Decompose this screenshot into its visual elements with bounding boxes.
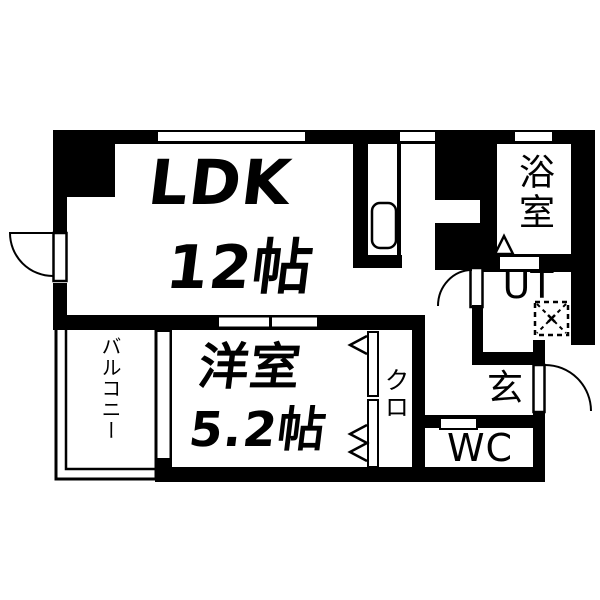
- room-label-closet: クロ: [381, 367, 410, 421]
- door-bathroom: [498, 255, 541, 271]
- window-bath-top: [515, 132, 552, 141]
- room-label-ldk: LDK: [144, 146, 296, 219]
- door-wc: [439, 417, 478, 430]
- kitchen-counter-bottom: [353, 255, 402, 268]
- wall-left-lower: [53, 283, 67, 318]
- closet-track-upper: [367, 331, 379, 397]
- door-swing-arc-ldk-left: [8, 232, 54, 277]
- wall-wc-right: [533, 412, 545, 482]
- folding-door-zigzag-icon: [347, 423, 370, 463]
- room-label-balcony: バルコニー: [98, 336, 122, 441]
- wall-center-block-lower: [435, 223, 483, 270]
- door-direction-triangle-icon: [492, 233, 516, 256]
- room-label-bathroom: 浴室: [513, 153, 554, 233]
- door-leaf-entrance: [532, 363, 546, 414]
- window-ldk-top: [158, 132, 305, 141]
- kitchen-sink: [370, 201, 398, 250]
- wall-closet-right: [412, 315, 425, 482]
- sliding-door-panel-1: [217, 315, 271, 329]
- wall-hall-east: [472, 305, 483, 365]
- door-leaf-hall: [469, 266, 484, 309]
- sliding-door-panel-2: [270, 315, 319, 329]
- door-swing-arc-hall: [437, 269, 473, 307]
- closet-track-lower: [367, 399, 379, 468]
- wall-top: [53, 130, 595, 144]
- wall-utility-bottom: [472, 352, 545, 365]
- room-size-western-room: 5.2帖: [186, 402, 330, 458]
- wall-entry-top-bar: [533, 340, 545, 365]
- wall-right: [571, 130, 595, 345]
- wall-bathroom-left: [480, 130, 497, 257]
- window-balcony-sliding: [157, 332, 170, 458]
- wall-top-left-block: [53, 130, 115, 197]
- room-label-toilet: WC: [446, 426, 514, 470]
- wall-left-upper: [53, 197, 67, 233]
- wall-center-block-upper: [435, 130, 480, 200]
- door-leaf-ldk-left: [52, 231, 68, 283]
- wall-bottom: [155, 467, 545, 482]
- room-label-western-room: 洋室: [195, 338, 305, 396]
- kitchen-counter-left: [353, 144, 368, 268]
- door-swing-arc-entrance: [544, 364, 592, 412]
- room-label-utility: UT: [502, 263, 554, 307]
- room-label-entrance: 玄: [487, 368, 524, 409]
- folding-door-chevron-icon: [347, 334, 368, 356]
- kitchen-counter-edge-line: [397, 144, 401, 257]
- room-size-ldk: 12帖: [162, 233, 318, 303]
- window-kitchen-top: [400, 132, 435, 141]
- washer-space-icon: [533, 300, 570, 337]
